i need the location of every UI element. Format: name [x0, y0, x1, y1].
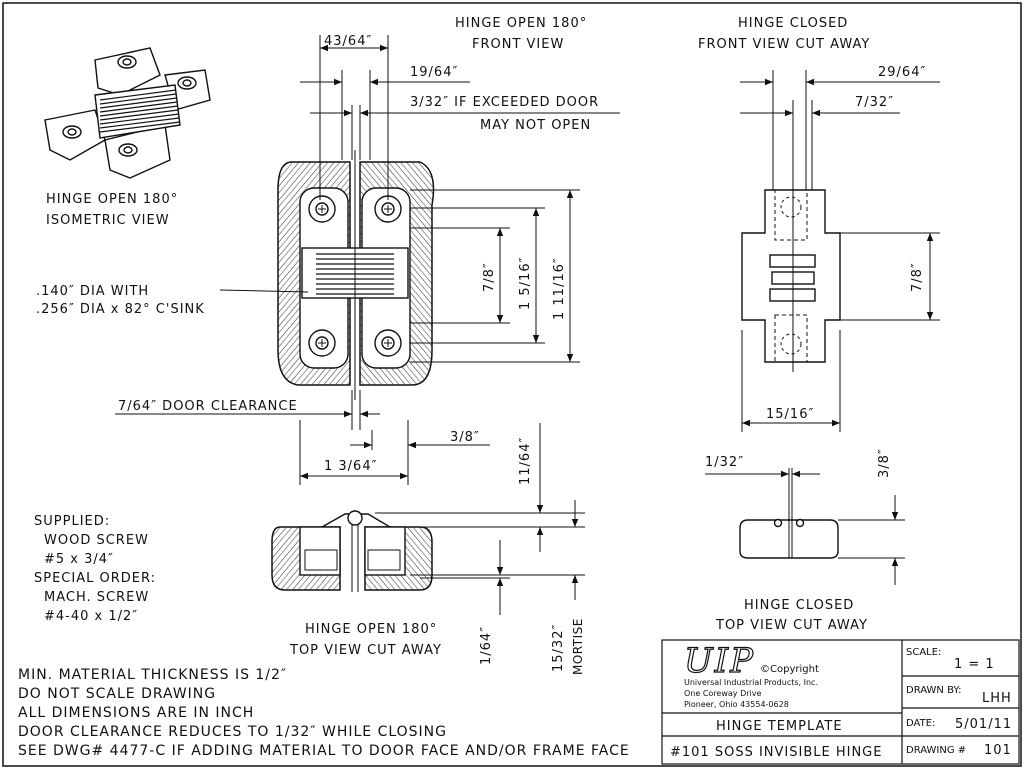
drawn-by-value: LHH: [982, 691, 1012, 706]
dim-3-8-open: 3/8″: [450, 430, 480, 445]
top-view-closed-hinge: [739, 468, 839, 559]
product-title: #101 SOSS INVISIBLE HINGE: [670, 745, 882, 760]
company-name: Universal Industrial Products, Inc.: [684, 678, 818, 687]
top-open-title-line1: HINGE OPEN 180°: [305, 622, 437, 637]
door-clearance-label: 7/64″ DOOR CLEARANCE: [118, 399, 298, 414]
front-closed-title-line2: FRONT VIEW CUT AWAY: [698, 37, 870, 52]
note-line-5: SEE DWG# 4477-C IF ADDING MATERIAL TO DO…: [18, 743, 630, 759]
dim-11-64: 11/64″: [518, 437, 533, 485]
scale-value: 1 = 1: [954, 657, 995, 672]
dim-7-32: 7/32″: [855, 95, 894, 110]
exceed-note-line1: 3/32″ IF EXCEEDED DOOR: [410, 95, 599, 110]
top-open-title-line2: TOP VIEW CUT AWAY: [289, 643, 442, 658]
front-view-open-dimensions: [115, 35, 620, 485]
company-address-line2: Pioneer, Ohio 43554-0628: [684, 700, 789, 709]
date-value: 5/01/11: [955, 717, 1012, 732]
note-line-2: DO NOT SCALE DRAWING: [18, 686, 216, 702]
top-closed-title-line2: TOP VIEW CUT AWAY: [715, 618, 868, 633]
top-view-open-hinge: [271, 510, 433, 592]
dim-1-3-64: 1 3/64″: [324, 459, 377, 474]
scale-label: SCALE:: [906, 647, 941, 658]
dia-note-line2: .256″ DIA x 82° C'SINK: [36, 302, 205, 317]
front-view-closed-hinge: [741, 180, 841, 372]
dim-7-8-closed: 7/8″: [910, 262, 925, 292]
mortise-label: MORTISE: [571, 618, 585, 675]
top-view-closed-dimensions: [705, 470, 905, 585]
front-open-title-line2: FRONT VIEW: [472, 37, 564, 52]
front-view-open-hinge: [277, 150, 435, 400]
note-line-3: ALL DIMENSIONS ARE IN INCH: [18, 705, 254, 721]
dim-1-11-16: 1 11/16″: [552, 257, 567, 320]
dim-7-8-open: 7/8″: [482, 262, 497, 292]
dim-1-5-16: 1 5/16″: [518, 257, 533, 310]
drawing-number-value: 101: [984, 743, 1012, 758]
screw-special-size: #4-40 x 1/2″: [44, 609, 138, 624]
drawing-number-label: DRAWING #: [906, 745, 966, 756]
dim-15-16: 15/16″: [766, 407, 814, 422]
screw-special-label: SPECIAL ORDER:: [34, 571, 156, 586]
dim-29-64: 29/64″: [878, 65, 926, 80]
exceed-note-line2: MAY NOT OPEN: [480, 118, 591, 133]
copyright-label: ©Copyright: [760, 664, 819, 675]
uip-logo: UIP: [684, 641, 755, 681]
isometric-hinge-illustration: [44, 47, 211, 179]
dim-15-32: 15/32″: [551, 624, 566, 672]
drawn-by-label: DRAWN BY:: [906, 685, 962, 696]
dim-19-64: 19/64″: [410, 65, 458, 80]
screw-special-type: MACH. SCREW: [44, 590, 149, 605]
screw-supplied-type: WOOD SCREW: [44, 533, 149, 548]
dim-43-64: 43/64″: [324, 34, 372, 49]
top-view-open-dimensions: [375, 423, 585, 615]
general-notes: MIN. MATERIAL THICKNESS IS 1/2″ DO NOT S…: [18, 667, 630, 759]
dim-1-64: 1/64″: [479, 626, 494, 665]
template-title: HINGE TEMPLATE: [716, 719, 843, 734]
title-block: [661, 639, 1020, 765]
front-view-closed-dimensions: [740, 70, 940, 432]
dia-note-line1: .140″ DIA WITH: [36, 284, 149, 299]
screw-supplied-size: #5 x 3/4″: [44, 552, 114, 567]
date-label: DATE:: [906, 718, 935, 729]
front-closed-title-line1: HINGE CLOSED: [738, 16, 848, 31]
front-open-title-line1: HINGE OPEN 180°: [455, 16, 587, 31]
iso-view-title-line2: ISOMETRIC VIEW: [46, 213, 170, 228]
note-line-4: DOOR CLEARANCE REDUCES TO 1/32″ WHILE CL…: [18, 724, 447, 740]
screw-supplied-label: SUPPLIED:: [34, 514, 110, 529]
note-line-1: MIN. MATERIAL THICKNESS IS 1/2″: [18, 667, 287, 683]
company-address-line1: One Coreway Drive: [684, 689, 761, 698]
iso-view-title-line1: HINGE OPEN 180°: [46, 192, 178, 207]
dim-1-32: 1/32″: [705, 455, 744, 470]
top-closed-title-line1: HINGE CLOSED: [744, 598, 854, 613]
dim-3-8-closed: 3/8″: [877, 448, 892, 478]
